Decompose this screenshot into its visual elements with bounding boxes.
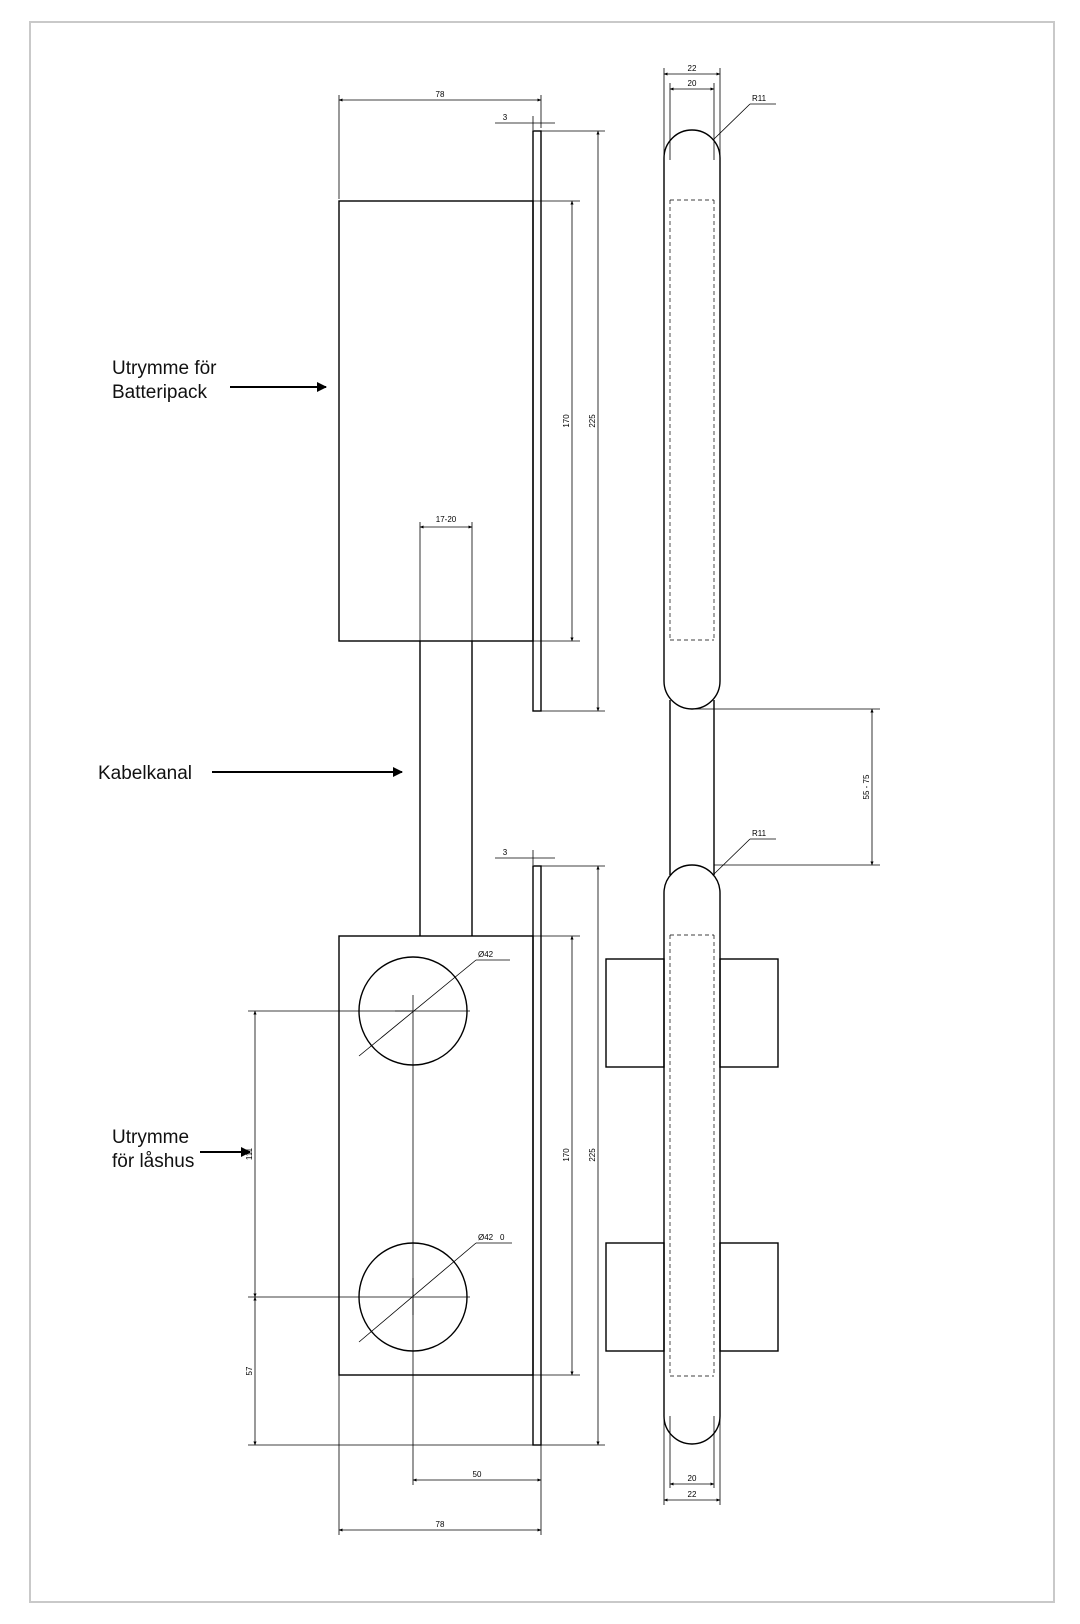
dim-hole-to-bottom: 57 xyxy=(245,1296,533,1446)
dim-top-plate-text: 3 xyxy=(503,113,508,122)
dim-hole-top-text: Ø42 xyxy=(478,950,494,959)
dim-channel-width-text: 17-20 xyxy=(436,515,457,524)
battery-box xyxy=(338,130,542,712)
dim-bottom-plate: 3 xyxy=(495,848,555,865)
dim-top-inner-text: 170 xyxy=(562,414,571,428)
dim-bottom-width-text: 78 xyxy=(436,1520,445,1529)
dim-radius-top: R11 xyxy=(712,94,776,141)
dim-side-bottom: 20 22 xyxy=(663,1416,721,1505)
dim-bottom-heights: 170 225 xyxy=(533,865,605,1446)
label-lock: Utrymme för låshus xyxy=(112,1127,251,1172)
dim-radius-bottom-text: R11 xyxy=(752,829,767,838)
dim-hole-bottom-text: Ø42 xyxy=(478,1233,494,1242)
cable-channel xyxy=(419,641,473,936)
dim-bottom-plate-text: 3 xyxy=(503,848,508,857)
dim-bottom-outer-text: 225 xyxy=(588,1148,597,1162)
dim-gap: 55 - 75 xyxy=(692,708,880,866)
dim-hole-spacing-text: 111 xyxy=(245,1147,254,1160)
dim-side-inner-top-text: 20 xyxy=(688,79,697,88)
dim-hole-to-bottom-text: 57 xyxy=(245,1366,254,1375)
drawing-border xyxy=(29,21,1055,1603)
dim-top-plate: 3 xyxy=(495,113,555,130)
dim-side-outer-top-text: 22 xyxy=(688,64,697,73)
label-cable: Kabelkanal xyxy=(98,763,403,784)
dim-bottom-inner-text: 170 xyxy=(562,1148,571,1162)
dim-hole-offset-text: 50 xyxy=(473,1470,482,1479)
label-lock-line2: för låshus xyxy=(112,1151,194,1172)
dim-channel-width: 17-20 xyxy=(419,515,473,641)
dim-hole-offset: 50 xyxy=(412,1445,542,1485)
dim-side-inner-bottom-text: 20 xyxy=(688,1474,697,1483)
dim-gap-text: 55 - 75 xyxy=(862,774,871,799)
label-cable-text: Kabelkanal xyxy=(98,763,192,784)
dim-hole-bottom-suffix: 0 xyxy=(500,1233,505,1242)
dim-side-top: 22 20 xyxy=(663,64,721,160)
label-battery-line2: Batteripack xyxy=(112,382,208,403)
dim-radius-top-text: R11 xyxy=(752,94,767,103)
label-battery: Utrymme för Batteripack xyxy=(112,358,327,403)
dim-top-width: 78 xyxy=(338,90,542,199)
label-battery-line1: Utrymme för xyxy=(112,358,217,379)
dim-radius-bottom: R11 xyxy=(712,829,776,876)
dim-top-width-text: 78 xyxy=(436,90,445,99)
label-lock-line1: Utrymme xyxy=(112,1127,189,1148)
dim-top-heights: 170 225 xyxy=(533,130,605,712)
dim-bottom-width: 78 xyxy=(338,1375,542,1535)
dim-side-outer-bottom-text: 22 xyxy=(688,1490,697,1499)
dim-top-outer-text: 225 xyxy=(588,414,597,428)
